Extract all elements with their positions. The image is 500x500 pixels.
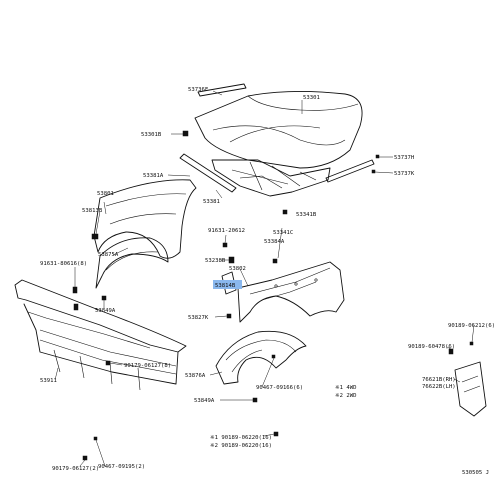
label-53802[interactable]: 53802 bbox=[229, 266, 246, 272]
mud-flap-76621B[interactable] bbox=[454, 361, 487, 417]
bolt-91631-20612[interactable] bbox=[222, 242, 228, 248]
clip-53737K[interactable] bbox=[371, 169, 376, 174]
right-fender-liner-53876A[interactable] bbox=[215, 330, 307, 385]
label-76622B[interactable]: 76622B(LH) bbox=[422, 384, 456, 390]
label-53813B[interactable]: 53813B bbox=[82, 208, 103, 214]
label-90179-06127-2[interactable]: 90179-06127(2) bbox=[52, 466, 99, 472]
label-91631-80616[interactable]: 91631-80616(8) bbox=[40, 261, 87, 267]
label-91631-20612[interactable]: 91631-20612 bbox=[208, 228, 245, 234]
label-53814B[interactable]: 53814B bbox=[215, 283, 236, 289]
left-fender-liner[interactable] bbox=[95, 237, 169, 289]
label-53381[interactable]: 53381 bbox=[203, 199, 220, 205]
bolt-91631-80616-b[interactable] bbox=[73, 303, 79, 311]
label-90467-09166[interactable]: 90467-09166(6) bbox=[256, 385, 303, 391]
label-53801[interactable]: 53801 bbox=[97, 191, 114, 197]
label-53736F[interactable]: 53736F bbox=[188, 87, 209, 93]
label-53849A-top[interactable]: 53849A bbox=[95, 308, 116, 314]
leader-lines bbox=[54, 90, 475, 467]
clip-53849A-bot[interactable] bbox=[252, 397, 258, 403]
label-53384A[interactable]: 53384A bbox=[264, 239, 285, 245]
clip-53384A[interactable] bbox=[272, 258, 278, 264]
legend-2wd: ※2 2WD bbox=[335, 392, 357, 399]
hood-panel[interactable] bbox=[194, 90, 363, 169]
bolt-91631-80616[interactable] bbox=[72, 286, 78, 294]
label-90189-06212[interactable]: 90189-06212(6) bbox=[448, 323, 495, 329]
label-90179-06127-8[interactable]: 90179-06127(8) bbox=[124, 363, 171, 369]
label-53849A-bot[interactable]: 53849A bbox=[194, 398, 215, 404]
highlight-53814B bbox=[213, 280, 242, 289]
hood-side-seal-right[interactable] bbox=[325, 159, 375, 183]
legend-4wd: ※1 4WD bbox=[335, 384, 357, 391]
label-90189-06220-2[interactable]: ※2 90189-06220(16) bbox=[210, 442, 272, 449]
label-53911[interactable]: 53911 bbox=[40, 378, 57, 384]
screw-90189-06220[interactable] bbox=[273, 431, 279, 437]
label-53301B[interactable]: 53301B bbox=[141, 132, 162, 138]
label-53341B[interactable]: 53341B bbox=[296, 212, 317, 218]
front-bumper-53911[interactable] bbox=[14, 279, 187, 391]
label-53381A[interactable]: 53381A bbox=[143, 173, 164, 179]
label-53341C[interactable]: 53341C bbox=[273, 230, 293, 236]
left-fender[interactable] bbox=[93, 179, 197, 259]
label-90189-06220-1[interactable]: ※1 90189-06220(16) bbox=[210, 434, 272, 441]
label-53737H[interactable]: 53737H bbox=[394, 155, 414, 161]
part-labels: 53736F 53301 53301B 53737H 53737K 53381A… bbox=[40, 87, 495, 476]
right-fender-53802[interactable] bbox=[237, 261, 345, 323]
label-53301[interactable]: 53301 bbox=[303, 95, 320, 101]
label-53238B[interactable]: 53238B bbox=[205, 258, 226, 264]
washer-90467-09166[interactable] bbox=[271, 354, 276, 359]
hood-underframe[interactable] bbox=[211, 159, 331, 197]
label-90467-09195[interactable]: 90467-09195(2) bbox=[98, 464, 145, 470]
bracket-53813B[interactable] bbox=[91, 233, 99, 240]
hood-side-seal-left[interactable] bbox=[179, 153, 237, 193]
clip-53827K[interactable] bbox=[226, 313, 232, 319]
clip-53737H[interactable] bbox=[375, 154, 380, 159]
bolt-90189-06212[interactable] bbox=[469, 341, 474, 346]
diagram-code: 530505 J bbox=[462, 470, 489, 476]
hood-seal-strip[interactable] bbox=[197, 83, 247, 97]
washer-90467-09195[interactable] bbox=[93, 436, 98, 441]
clip-53849A-top[interactable] bbox=[101, 295, 107, 301]
bracket-53238B[interactable] bbox=[228, 256, 235, 264]
label-53875A[interactable]: 53875A bbox=[98, 252, 119, 258]
label-53827K[interactable]: 53827K bbox=[188, 315, 209, 321]
bolt-90179-06127-2[interactable] bbox=[82, 455, 88, 461]
label-53737K[interactable]: 53737K bbox=[394, 171, 415, 177]
label-76621B[interactable]: 76621B(RH) bbox=[422, 377, 456, 383]
label-90189-60478[interactable]: 90189-60478(6) bbox=[408, 344, 455, 350]
bolt-90179-06127-8[interactable] bbox=[105, 360, 111, 366]
label-53876A[interactable]: 53876A bbox=[185, 373, 206, 379]
hood-bumper-53301B[interactable] bbox=[182, 130, 189, 137]
